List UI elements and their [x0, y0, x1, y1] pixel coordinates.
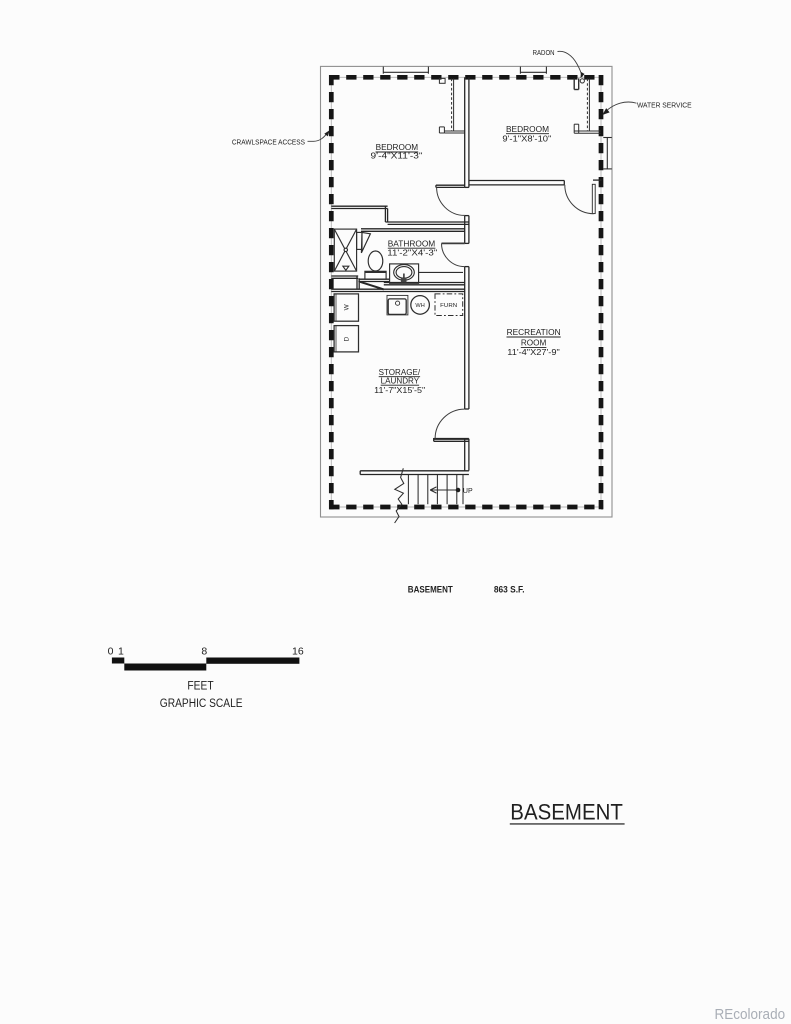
svg-text:FURN: FURN [440, 303, 457, 309]
svg-text:RECREATION: RECREATION [507, 327, 561, 337]
svg-text:BASEMENT: BASEMENT [408, 584, 454, 594]
svg-text:UP: UP [463, 488, 473, 495]
svg-text:11'-2"X4'-3": 11'-2"X4'-3" [387, 248, 437, 258]
svg-text:REcolorado: REcolorado [715, 1007, 786, 1023]
svg-text:CRAWLSPACE ACCESS: CRAWLSPACE ACCESS [232, 137, 305, 146]
svg-text:ROOM: ROOM [521, 338, 547, 348]
svg-text:1: 1 [118, 646, 124, 658]
svg-text:8: 8 [201, 646, 207, 658]
svg-text:9'-4"X11'-3": 9'-4"X11'-3" [371, 151, 423, 161]
svg-text:BATHROOM: BATHROOM [388, 238, 436, 248]
svg-text:FEET: FEET [187, 679, 214, 693]
svg-text:11'-4"X27'-9": 11'-4"X27'-9" [507, 347, 560, 357]
svg-text:16: 16 [292, 646, 304, 658]
svg-text:0: 0 [108, 646, 114, 658]
svg-text:BEDROOM: BEDROOM [376, 142, 419, 152]
svg-text:WH: WH [415, 303, 424, 309]
svg-text:9'-1"X8'-10": 9'-1"X8'-10" [502, 134, 551, 144]
svg-text:STORAGE/: STORAGE/ [379, 367, 421, 377]
svg-text:BEDROOM: BEDROOM [506, 124, 549, 134]
svg-text:BASEMENT: BASEMENT [510, 799, 623, 824]
svg-text:W: W [344, 303, 351, 310]
svg-text:GRAPHIC SCALE: GRAPHIC SCALE [160, 696, 243, 710]
svg-text:11'-7"X15'-5": 11'-7"X15'-5" [374, 385, 425, 395]
svg-text:RADON: RADON [533, 48, 555, 57]
svg-text:LAUNDRY: LAUNDRY [381, 375, 420, 385]
svg-text:D: D [344, 336, 351, 341]
svg-text:WATER SERVICE: WATER SERVICE [637, 100, 692, 109]
svg-text:863 S.F.: 863 S.F. [494, 584, 525, 594]
